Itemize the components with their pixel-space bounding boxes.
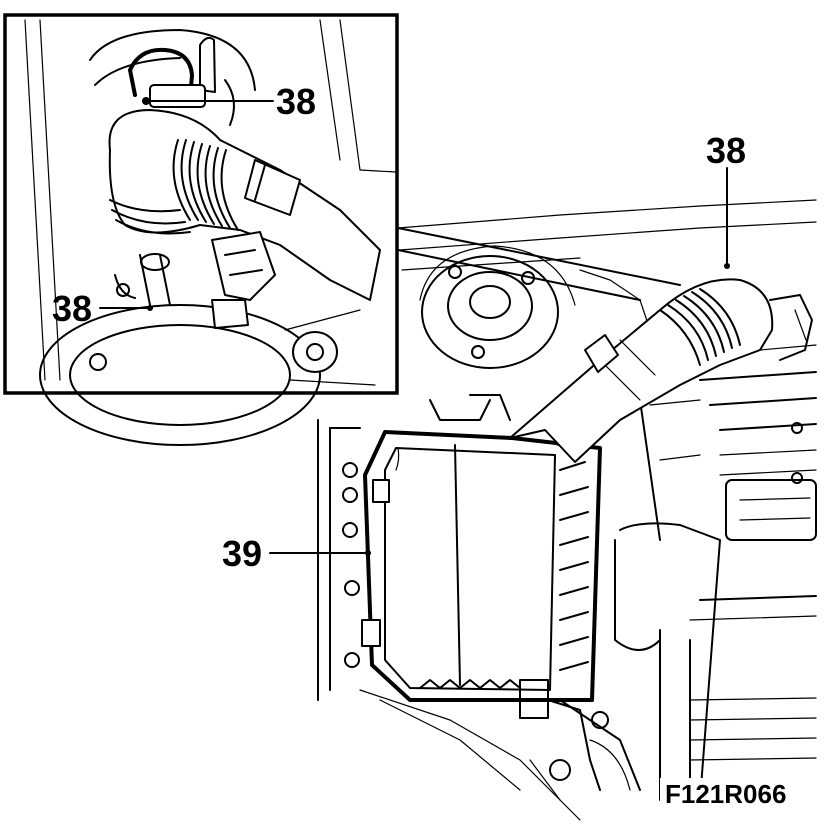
callout-label: 39 bbox=[222, 533, 262, 574]
callout-label: 38 bbox=[276, 81, 316, 122]
figure-ref-background bbox=[660, 778, 810, 812]
air-intake-hose-main bbox=[509, 278, 813, 463]
callout-main-hose: 38 bbox=[706, 130, 746, 269]
callout-inset-top: 38 bbox=[149, 81, 316, 122]
air-filter-fins bbox=[559, 461, 589, 671]
engine-block bbox=[659, 371, 817, 801]
callout-air-filter: 39 bbox=[222, 533, 371, 574]
callout-label: 38 bbox=[52, 288, 92, 329]
callout-label: 38 bbox=[706, 130, 746, 171]
callout-inset-bottom: 38 bbox=[52, 288, 153, 329]
inset-leader-top bbox=[397, 227, 681, 286]
inset-detail-drawing bbox=[24, 19, 397, 446]
detail-inset bbox=[3, 13, 681, 446]
intake-duct-lower bbox=[614, 399, 721, 801]
inset-leader-bottom bbox=[397, 249, 641, 301]
figure-reference: F121R066 bbox=[665, 779, 786, 809]
left-wing-panel bbox=[317, 419, 361, 701]
strut-tower bbox=[419, 245, 576, 369]
